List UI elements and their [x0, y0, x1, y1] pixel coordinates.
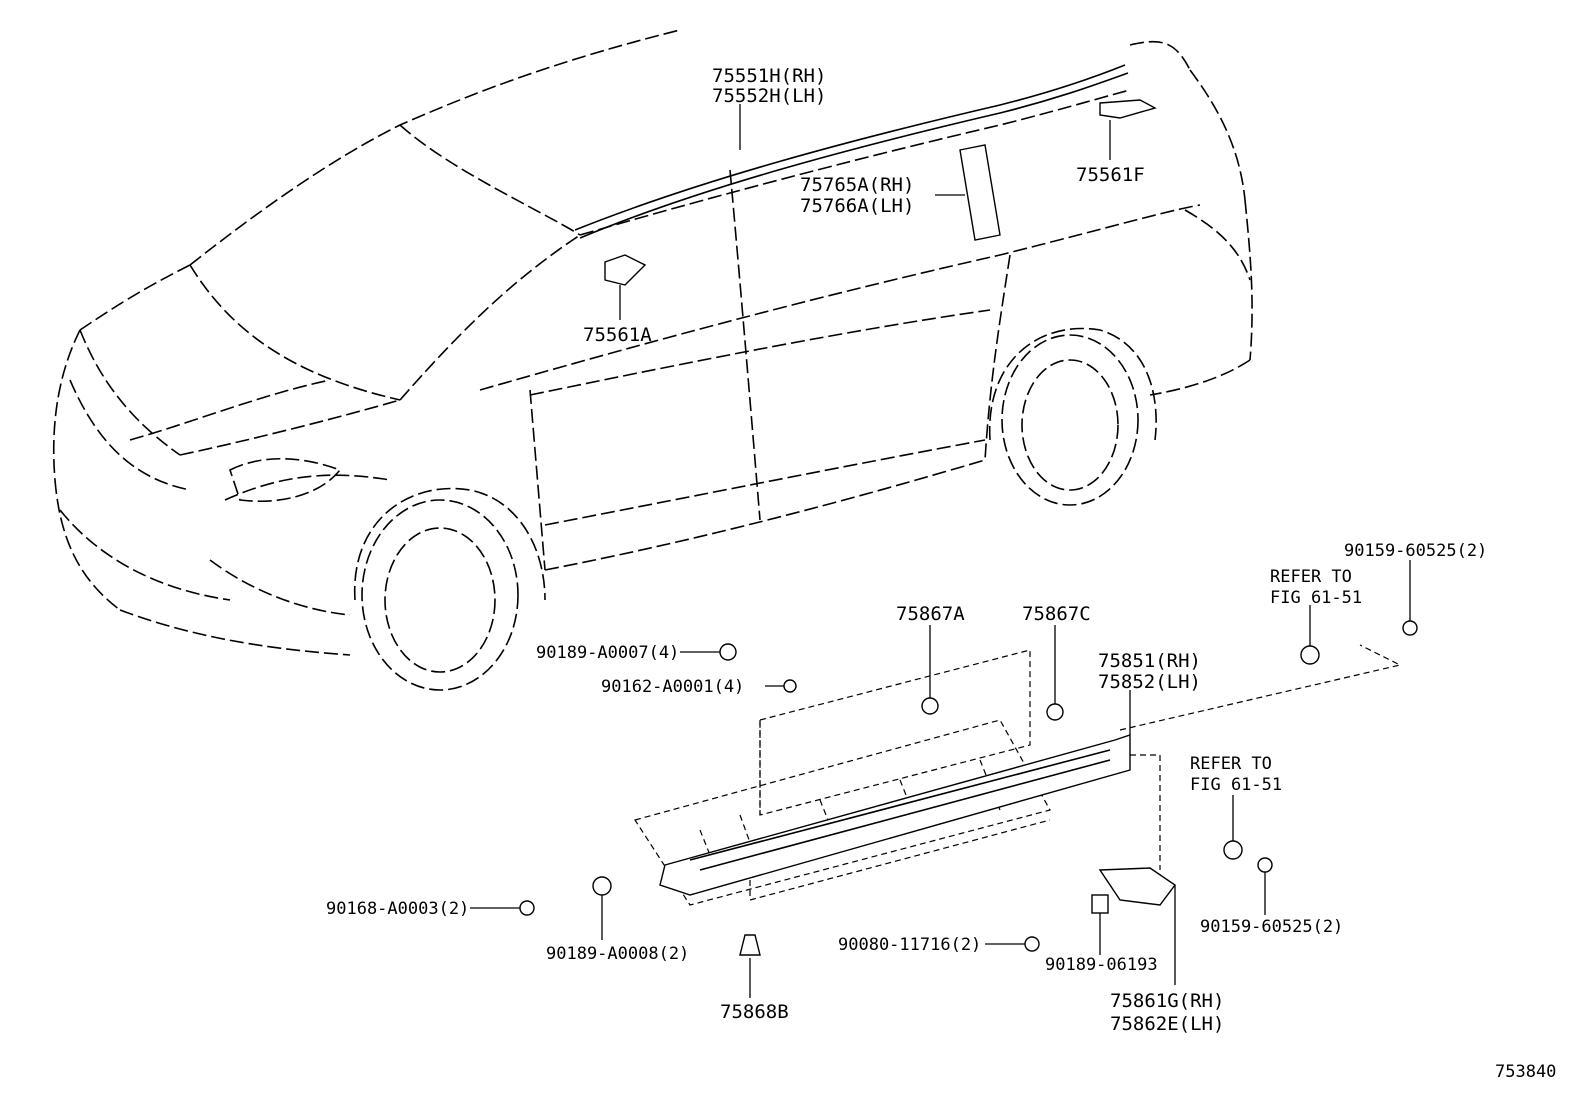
- screw-upper-label: 90159-60525(2): [1344, 541, 1487, 561]
- clip-06193-label: 90189-06193: [1045, 955, 1158, 975]
- screw-upper-part: [1402, 620, 1418, 636]
- bracket-label-rh: 75861G(RH): [1110, 990, 1224, 1012]
- front-mount-cover-part: [604, 254, 647, 286]
- rocker-panel-label-lh: 75852(LH): [1098, 671, 1201, 693]
- refer-lower-line1: REFER TO: [1190, 754, 1272, 774]
- rear-mount-cover-part: [1099, 99, 1157, 119]
- clip-lower-part: [1223, 840, 1243, 860]
- screw-a0001-label: 90162-A0001(4): [601, 677, 744, 697]
- clip-a-part: [921, 697, 939, 715]
- roof-rack-rail: [574, 64, 1126, 231]
- rocker-panel-label-rh: 75851(RH): [1098, 650, 1201, 672]
- clip-b-label: 75868B: [720, 1001, 789, 1023]
- front-mount-cover-label: 75561A: [583, 324, 652, 346]
- clip-upper-part: [1300, 645, 1320, 665]
- clip-c-label: 75867C: [1022, 603, 1091, 625]
- rear-mount-cover-label: 75561F: [1076, 164, 1145, 186]
- screw-a0001-part: [783, 679, 797, 693]
- screw-a0003-label: 90168-A0003(2): [326, 899, 469, 919]
- clip-a0008-label: 90189-A0008(2): [546, 944, 689, 964]
- pillar-moulding: [959, 144, 1001, 241]
- rocker-panel: [659, 734, 1131, 896]
- clip-a0007-label: 90189-A0007(4): [536, 643, 679, 663]
- refer-upper-line1: REFER TO: [1270, 567, 1352, 587]
- callout-labels: 75551H(RH) 75552H(LH) 75561F 75561A 7576…: [326, 65, 1556, 1082]
- rocker-assembly: [519, 620, 1418, 956]
- pillar-moulding-label-rh: 75765A(RH): [800, 174, 914, 196]
- screw-lower-label: 90159-60525(2): [1200, 917, 1343, 937]
- figure-number: 753840: [1495, 1062, 1556, 1082]
- leader-lines: [470, 104, 1411, 998]
- bracket-part: [1098, 867, 1176, 906]
- clip-a0007-part: [719, 643, 737, 661]
- vehicle-outline: [52, 29, 1253, 691]
- clip-a-label: 75867A: [896, 603, 965, 625]
- refer-lower-line2: FIG 61-51: [1190, 775, 1282, 795]
- bolt-11716-part: [1024, 936, 1040, 952]
- refer-upper-line2: FIG 61-51: [1270, 588, 1362, 608]
- screw-a0003-part: [519, 900, 535, 916]
- clip-c-part: [1046, 703, 1064, 721]
- clip-b-part: [739, 934, 761, 956]
- clip-06193-part: [1091, 894, 1109, 914]
- bolt-11716-label: 90080-11716(2): [838, 935, 981, 955]
- screw-lower-part: [1257, 857, 1273, 873]
- roof-rack-rail-label-rh: 75551H(RH): [712, 65, 826, 87]
- roof-rack-rail-label-lh: 75552H(LH): [712, 85, 826, 107]
- pillar-moulding-label-lh: 75766A(LH): [800, 195, 914, 217]
- clip-a0008-part: [592, 876, 612, 896]
- bracket-label-lh: 75862E(LH): [1110, 1013, 1224, 1035]
